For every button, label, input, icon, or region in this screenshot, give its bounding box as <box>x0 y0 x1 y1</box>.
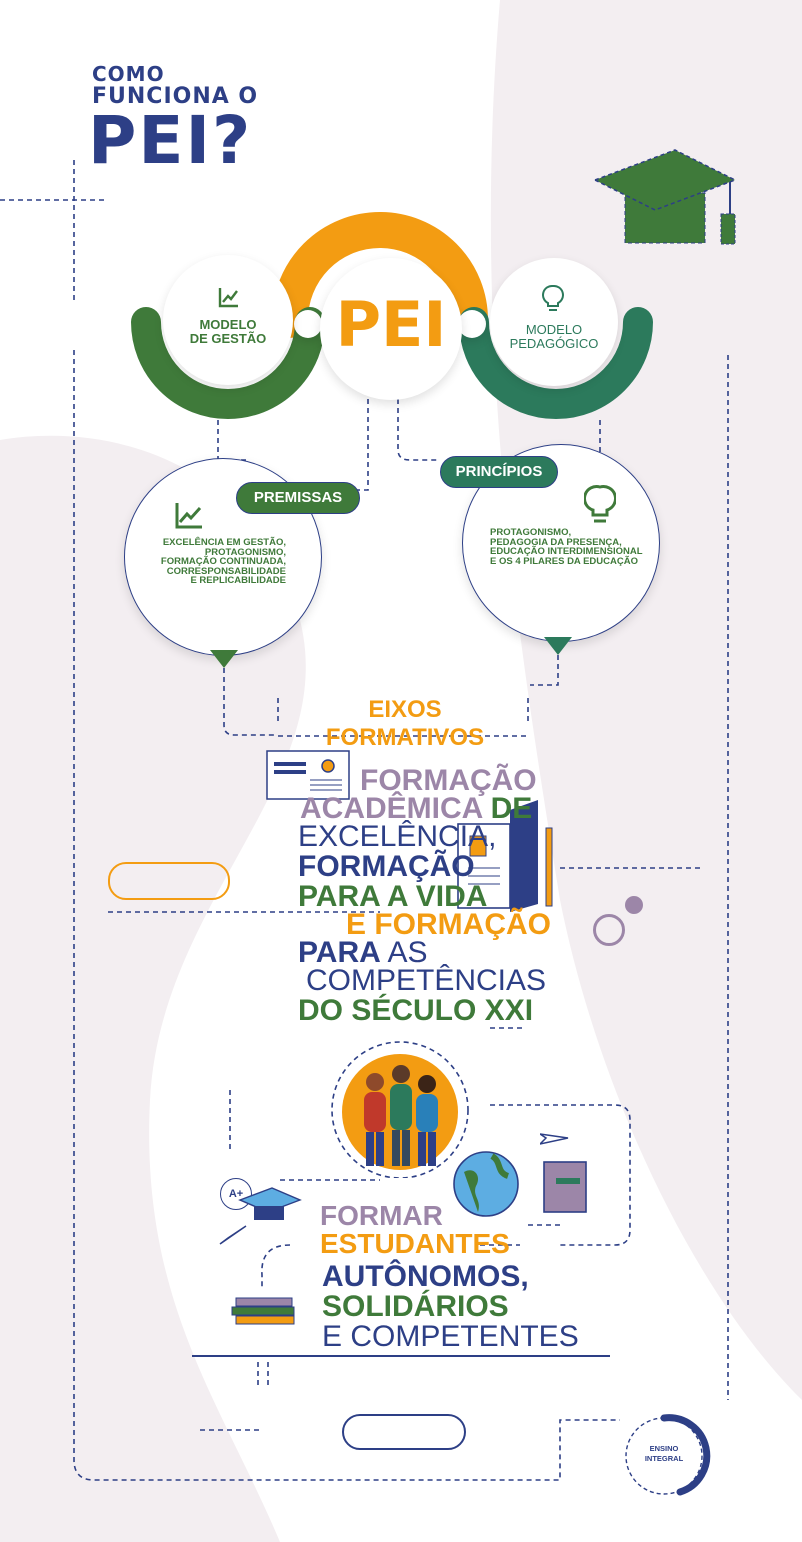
orange-pill-outline <box>108 862 230 900</box>
modelo-gestao-circle <box>163 255 293 385</box>
principios-label: PRINCÍPIOS <box>455 463 543 480</box>
premissas-item-3: FORMAÇÃO CONTINUADA, <box>160 556 286 567</box>
ensino-integral-logo <box>625 1414 711 1496</box>
chart-growth-icon <box>218 288 238 308</box>
modelo-gestao-label-1: MODELO <box>199 317 257 332</box>
paper-plane-small-icon <box>219 1225 247 1245</box>
paper-plane-icon <box>540 1133 569 1145</box>
principios-item-1: PROTAGONISMO, <box>490 527 572 538</box>
pei-label: PEI <box>335 288 447 361</box>
eixos-line-3: EXCELÊNCIA, <box>298 820 497 853</box>
principios-item-2: PEDAGOGIA DA PRESENÇA, <box>490 536 622 548</box>
title-pei: PEI? <box>88 102 253 179</box>
eixos-line-7b: AS <box>387 936 428 969</box>
modelo-gestao-label-2: DE GESTÃO <box>189 331 267 346</box>
connector-dot-right <box>458 310 486 338</box>
purple-book-icon <box>543 1161 587 1213</box>
eixos-line-2a: ACADÊMICA <box>300 792 483 825</box>
premissas-label: PREMISSAS <box>253 489 343 506</box>
eixos-line-7: PARA AS <box>298 938 428 968</box>
title-line-1: COMO <box>92 62 165 86</box>
premissas-item-4: CORRESPONSABILIDADE <box>166 565 286 577</box>
certificate-icon <box>266 750 350 800</box>
formar-divider <box>192 1355 610 1357</box>
eixos-line-7a: PARA <box>298 936 381 969</box>
globe-icon <box>453 1151 519 1217</box>
grade-badge: A+ <box>220 1178 252 1210</box>
formar-line-1: FORMAR <box>320 1200 443 1231</box>
pei-circle <box>320 258 462 400</box>
eixos-line-5: PARA A VIDA <box>298 880 488 913</box>
books-stack-icon <box>231 1297 295 1325</box>
formar-line-5: E COMPETENTES <box>322 1320 579 1353</box>
lightbulb-icon <box>542 284 564 311</box>
eixos-line-1: FORMAÇÃO <box>360 764 537 797</box>
premissas-item-2: PROTAGONISMO, <box>204 546 286 558</box>
book-icon <box>457 800 553 912</box>
premissas-list: EXCELÊNCIA EM GESTÃO, PROTAGONISMO, FORM… <box>144 538 286 586</box>
premissas-chart-icon <box>175 503 202 529</box>
eixos-line-9: DO SÉCULO XXI <box>298 994 534 1027</box>
students-illustration <box>331 1041 469 1178</box>
small-graduation-cap-icon <box>238 1187 302 1220</box>
purple-ring <box>593 914 625 946</box>
principios-triangle <box>544 637 572 655</box>
eixos-line-6: E FORMAÇÃO <box>346 908 551 941</box>
premissas-triangle <box>210 650 238 668</box>
eixos-label: EIXOS FORMATIVOS <box>325 696 485 751</box>
principios-lightbulb-icon <box>584 485 616 523</box>
eixos-bracket <box>277 698 529 737</box>
logo-text-2: INTEGRAL <box>644 1454 684 1463</box>
modelo-pedagogico-label-1: MODELO <box>525 322 583 337</box>
eixos-line-2b: DE <box>490 792 533 825</box>
formar-line-2: ESTUDANTES <box>320 1228 510 1259</box>
modelo-pedagogico-label-2: PEDAGÓGICO <box>509 336 599 351</box>
formar-line-4: SOLIDÁRIOS <box>322 1290 509 1323</box>
premissas-item-1: EXCELÊNCIA EM GESTÃO, <box>162 537 286 548</box>
connector-dot-left <box>294 310 322 338</box>
eixos-line-2: ACADÊMICA DE <box>300 794 532 824</box>
graduation-cap-icon <box>593 149 737 245</box>
eixos-line-8: COMPETÊNCIAS <box>306 964 547 997</box>
formar-line-3: AUTÔNOMOS, <box>322 1260 529 1293</box>
purple-dot <box>625 896 643 914</box>
bottom-pill-outline <box>342 1414 466 1450</box>
title-line-2: FUNCIONA O <box>92 84 259 109</box>
principios-pill: PRINCÍPIOS <box>440 456 558 488</box>
modelo-pedagogico-circle <box>490 258 618 386</box>
eixos-line-4: FORMAÇÃO <box>298 850 475 883</box>
grade-label: A+ <box>228 1188 244 1200</box>
premissas-pill: PREMISSAS <box>236 482 360 514</box>
principios-item-3: EDUCAÇÃO INTERDIMENSIONAL <box>490 546 643 557</box>
premissas-item-5: E REPLICABILIDADE <box>190 575 286 586</box>
principios-item-4: E OS 4 PILARES DA EDUCAÇÃO <box>490 555 638 567</box>
logo-text-1: ENSINO <box>649 1444 679 1453</box>
principios-list: PROTAGONISMO, PEDAGOGIA DA PRESENÇA, EDU… <box>490 528 650 566</box>
